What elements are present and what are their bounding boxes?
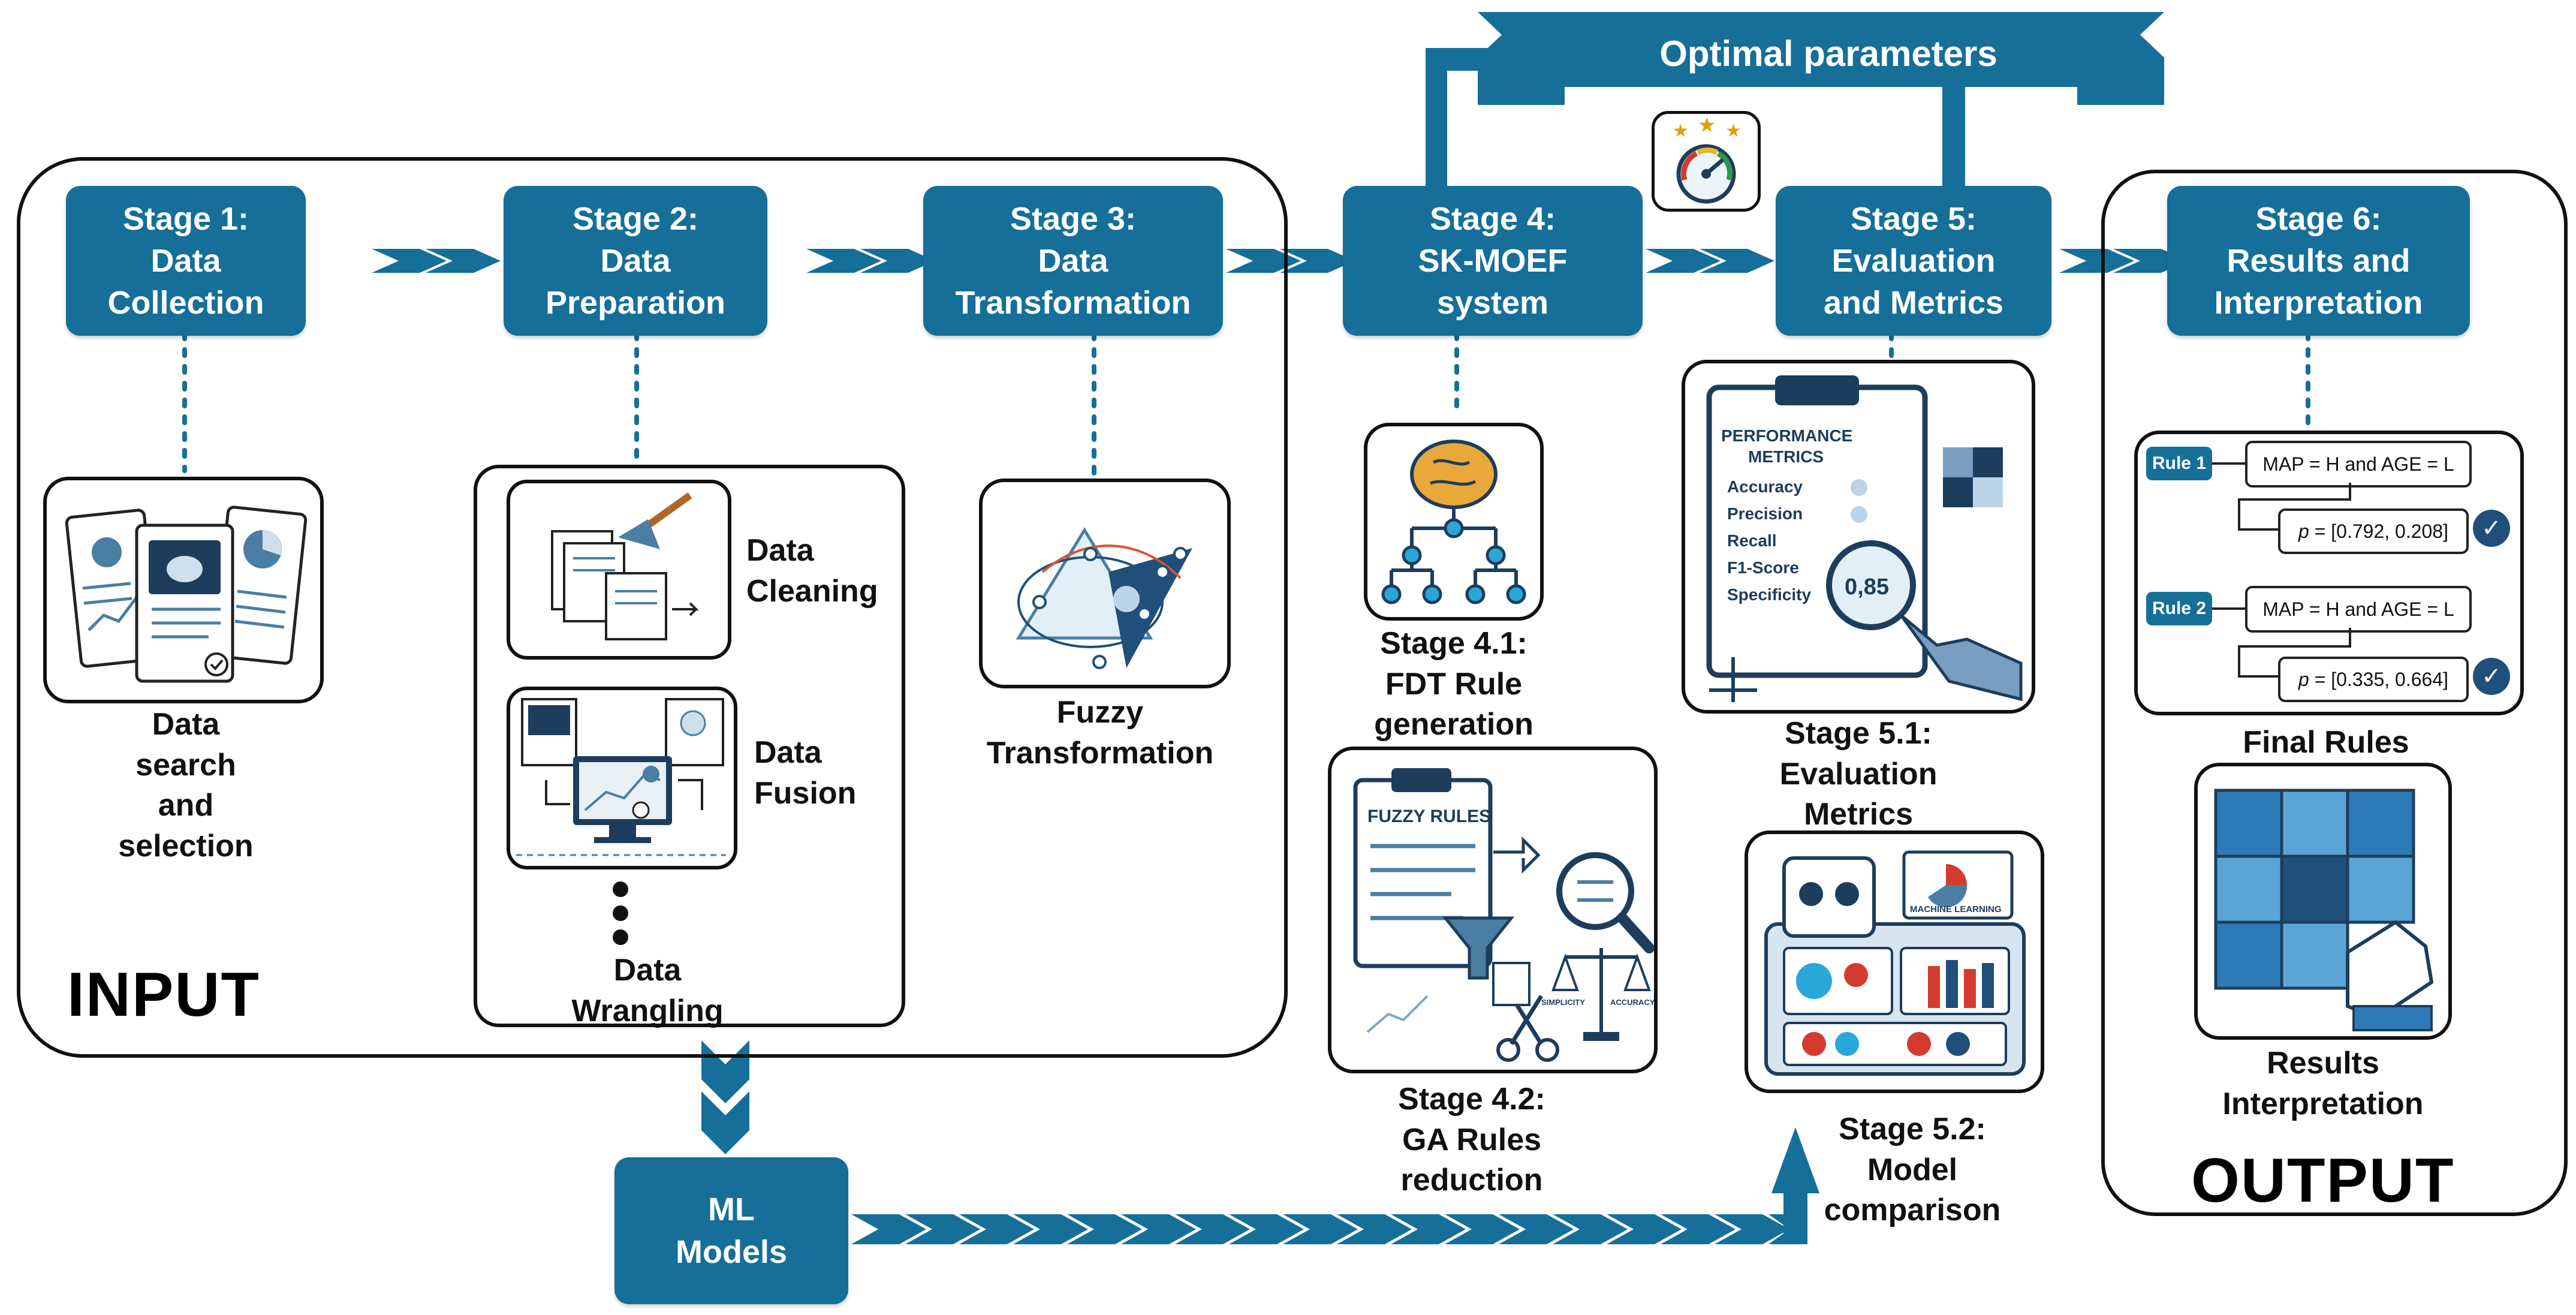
- stage-5-2-label: Stage 5.2: Model comparison: [1824, 1112, 2001, 1228]
- metrics-title-line2: METRICS: [1748, 447, 1824, 466]
- stage-4-2-label: Stage 4.2: GA Rules reduction: [1398, 1082, 1545, 1198]
- svg-text:★: ★: [1725, 121, 1742, 141]
- data-wrangling-label: Data Wrangling: [571, 953, 724, 1028]
- simplicity-label: SIMPLICITY: [1541, 998, 1585, 1007]
- rule-1-tag: Rule 1: [2146, 447, 2212, 480]
- data-cleaning-icon: [507, 480, 731, 660]
- chevron-chain-ml-to-52: [851, 1127, 1819, 1244]
- optimal-parameters-label: Optimal parameters: [1659, 34, 1997, 74]
- metric-precision: Precision: [1727, 504, 1803, 523]
- fuzzy-transformation-label: Fuzzy Transformation: [986, 695, 1214, 771]
- rule-1-check-icon: ✓: [2473, 510, 2510, 547]
- data-fusion-label: Data Fusion: [754, 735, 857, 811]
- stage-4-box: Stage 4: SK-MOEF system: [1343, 186, 1643, 336]
- ga-rules-reduction-card: FUZZY RULES SIMPLICITY ACCURACY: [1328, 747, 1658, 1073]
- gauge-icon: ★ ★ ★: [1652, 111, 1761, 212]
- metric-f1: F1-Score: [1727, 558, 1799, 577]
- more-steps-ellipsis: [611, 880, 629, 946]
- results-interpretation-card: [2194, 763, 2452, 1040]
- stage-1-box: Stage 1: Data Collection: [66, 186, 306, 336]
- rule-1-condition: MAP = H and AGE = L: [2245, 441, 2472, 488]
- data-cleaning-label: Data Cleaning: [746, 533, 878, 609]
- rule-1-probability: p = [0.792, 0.208]: [2278, 508, 2469, 554]
- fuzzy-rules-title: FUZZY RULES: [1367, 807, 1491, 826]
- model-comparison-card: MACHINE LEARNING: [1745, 830, 2044, 1093]
- rule-2-check-icon: ✓: [2473, 658, 2510, 695]
- ml-models-box: ML Models: [614, 1157, 848, 1304]
- metric-specificity: Specificity: [1727, 585, 1811, 604]
- rule-2-probability: p = [0.335, 0.664]: [2278, 657, 2469, 702]
- accuracy-label: ACCURACY: [1610, 998, 1654, 1007]
- stage-2-box: Stage 2: Data Preparation: [504, 186, 767, 336]
- rule-2-condition: MAP = H and AGE = L: [2245, 586, 2472, 633]
- input-label: INPUT: [67, 960, 260, 1030]
- stage-4-1-label: Stage 4.1: FDT Rule generation: [1374, 626, 1533, 742]
- input-region: [17, 157, 1288, 1058]
- chevron-chain-4-5: [1646, 249, 1774, 273]
- evaluation-metrics-card: PERFORMANCE METRICS Accuracy Precision R…: [1682, 360, 2035, 714]
- chevron-chain-3-4: [1226, 249, 1355, 273]
- chevron-chain-1-2: [372, 249, 501, 273]
- stage-5-box: Stage 5: Evaluation and Metrics: [1776, 186, 2051, 336]
- ml-card-title: MACHINE LEARNING: [1910, 904, 2002, 914]
- fdt-rule-generation-card: [1364, 423, 1544, 621]
- chevron-chain-2-3: [806, 249, 935, 273]
- optimal-parameters-banner: [1478, 12, 2164, 105]
- rule-connectors: [2212, 462, 2351, 678]
- stage-5-1-label: Stage 5.1: Evaluation Metrics: [1779, 716, 1938, 832]
- data-fusion-icon: [507, 687, 737, 869]
- output-region: [2101, 170, 2568, 1216]
- results-interpretation-label: Results Interpretation: [2222, 1046, 2424, 1121]
- fuzzy-transformation-card: [979, 479, 1231, 688]
- dotted-connectors: [182, 330, 2310, 476]
- stage-6-box: Stage 6: Results and Interpretation: [2167, 186, 2470, 336]
- metric-accuracy: Accuracy: [1727, 477, 1803, 496]
- output-label: OUTPUT: [2191, 1146, 2455, 1215]
- data-search-label: Data search and selection: [118, 707, 254, 863]
- svg-text:★: ★: [1698, 114, 1716, 137]
- metric-recall: Recall: [1727, 531, 1777, 550]
- metrics-title-line1: PERFORMANCE: [1721, 426, 1852, 445]
- final-rules-label: Final Rules: [2243, 725, 2409, 760]
- rule-2-tag: Rule 2: [2146, 592, 2212, 625]
- data-search-card: [43, 477, 324, 703]
- svg-text:★: ★: [1673, 121, 1689, 141]
- metric-score: 0,85: [1845, 574, 1889, 600]
- stage-3-box: Stage 3: Data Transformation: [923, 186, 1223, 336]
